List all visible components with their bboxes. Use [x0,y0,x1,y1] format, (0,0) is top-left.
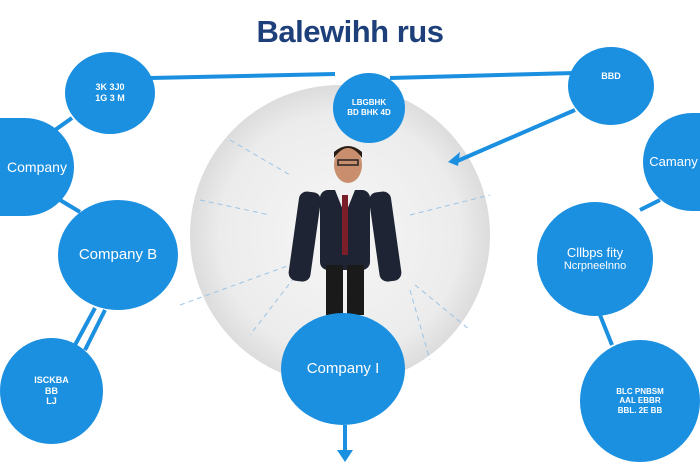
node-label: Camany [649,154,698,170]
person-photo [288,146,402,315]
arrow-head-icon [337,450,353,462]
node-right-middle: Cllbps fity Ncrpneelnno [537,202,653,316]
node-label: 1G 3 M [95,93,125,103]
diagram-title: Balewihh rus [256,14,444,49]
node-company-b: Company B [58,200,178,310]
node-label: LBGBHK [351,98,387,108]
node-top-left: 3K 3J0 1G 3 M [65,52,155,134]
node-label: BBL. 2E BB [617,405,663,415]
node-label: Ncrpneelnno [563,260,627,273]
node-bottom-left: ISCKBA BB LJ [0,338,103,444]
node-top-center: LBGBHK BD BHK 4D [333,73,405,143]
node-label: AAL EBBR [619,396,661,406]
node-label: BB [45,385,58,396]
node-company-i: Company I [281,313,405,425]
arrow-head-icon [448,152,460,166]
node-bottom-right: BLC PNBSM AAL EBBR BBL. 2E BB [580,340,700,462]
node-label: Company I [306,360,380,377]
node-label: ISCKBA [34,374,69,385]
node-label: Company B [78,246,158,263]
node-label: BLC PNBSM [616,386,664,396]
node-top-right: BBD [568,47,654,125]
node-label: BD BHK 4D [347,108,391,117]
node-label: Cllbps fity [566,244,624,260]
node-label: BBD [601,70,621,81]
node-label: LJ [46,396,57,407]
connector-lines [53,71,661,455]
dashed-rays [179,139,491,361]
node-label: 3K 3J0 [95,82,125,93]
node-label: Company [7,158,67,175]
